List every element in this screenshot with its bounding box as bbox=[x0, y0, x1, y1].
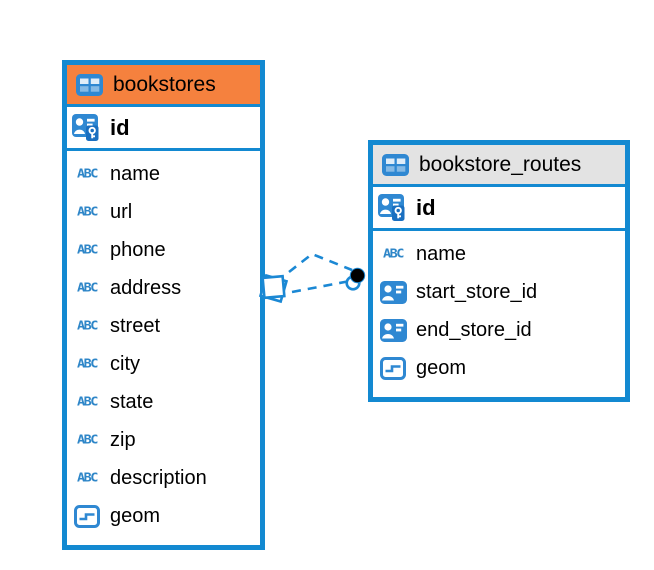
column-row[interactable]: ABC state bbox=[67, 383, 260, 421]
text-type-icon: ABC bbox=[77, 432, 98, 448]
primary-key-icon bbox=[378, 193, 408, 222]
text-type-icon: ABC bbox=[77, 242, 98, 258]
column-name: url bbox=[110, 200, 133, 223]
column-row[interactable]: start_store_id bbox=[373, 273, 625, 311]
table-bookstore-routes-header[interactable]: bookstore_routes bbox=[373, 145, 625, 187]
column-name: name bbox=[416, 242, 467, 265]
text-type-icon: ABC bbox=[77, 394, 98, 410]
column-row-pk[interactable]: id bbox=[373, 187, 625, 231]
column-name: end_store_id bbox=[416, 318, 532, 341]
column-name: phone bbox=[110, 238, 166, 261]
reference-type-icon bbox=[378, 318, 408, 342]
column-row[interactable]: ABC street bbox=[67, 307, 260, 345]
column-row[interactable]: ABC phone bbox=[67, 231, 260, 269]
column-row[interactable]: ABC name bbox=[373, 235, 625, 273]
text-type-icon: ABC bbox=[77, 318, 98, 334]
geometry-type-icon bbox=[72, 504, 102, 528]
column-row[interactable]: ABC city bbox=[67, 345, 260, 383]
column-row[interactable]: ABC name bbox=[67, 155, 260, 193]
column-name: geom bbox=[416, 356, 467, 379]
table-bookstore-routes[interactable]: bookstore_routes id ABC bbox=[368, 140, 630, 402]
text-type-icon: ABC bbox=[77, 204, 98, 220]
table-icon bbox=[74, 73, 104, 96]
column-row-pk[interactable]: id bbox=[67, 107, 260, 151]
column-row[interactable]: end_store_id bbox=[373, 311, 625, 349]
table-title: bookstores bbox=[113, 72, 216, 96]
column-row[interactable]: geom bbox=[67, 497, 260, 535]
text-type-icon: ABC bbox=[77, 280, 98, 296]
column-name: start_store_id bbox=[416, 280, 538, 303]
column-name: state bbox=[110, 390, 154, 413]
column-name: geom bbox=[110, 504, 161, 527]
column-name: street bbox=[110, 314, 161, 337]
column-row[interactable]: ABC zip bbox=[67, 421, 260, 459]
column-row[interactable]: ABC address bbox=[67, 269, 260, 307]
table-title: bookstore_routes bbox=[419, 152, 582, 176]
reference-type-icon bbox=[378, 280, 408, 304]
text-type-icon: ABC bbox=[77, 166, 98, 182]
table-bookstores[interactable]: bookstores id ABC bbox=[62, 60, 265, 550]
relationship-line[interactable] bbox=[288, 252, 353, 274]
text-type-icon: ABC bbox=[383, 246, 404, 262]
table-bookstores-header[interactable]: bookstores bbox=[67, 65, 260, 107]
column-row[interactable]: geom bbox=[373, 349, 625, 387]
geometry-type-icon bbox=[378, 356, 408, 380]
column-name: id bbox=[416, 194, 436, 220]
text-type-icon: ABC bbox=[77, 470, 98, 486]
column-name: name bbox=[110, 162, 161, 185]
column-name: zip bbox=[110, 428, 136, 451]
primary-key-icon bbox=[72, 113, 102, 142]
relationship-line[interactable] bbox=[291, 279, 351, 294]
column-list: ABC name ABC url ABC phone ABC address A… bbox=[67, 151, 260, 539]
dot-marker[interactable] bbox=[345, 267, 366, 291]
column-row[interactable]: ABC description bbox=[67, 459, 260, 497]
column-name: id bbox=[110, 114, 130, 140]
column-list: ABC name start_store_id bbox=[373, 231, 625, 391]
column-row[interactable]: ABC url bbox=[67, 193, 260, 231]
column-name: description bbox=[110, 466, 207, 489]
column-name: city bbox=[110, 352, 140, 375]
text-type-icon: ABC bbox=[77, 356, 98, 372]
table-icon bbox=[380, 153, 410, 176]
column-name: address bbox=[110, 276, 182, 299]
